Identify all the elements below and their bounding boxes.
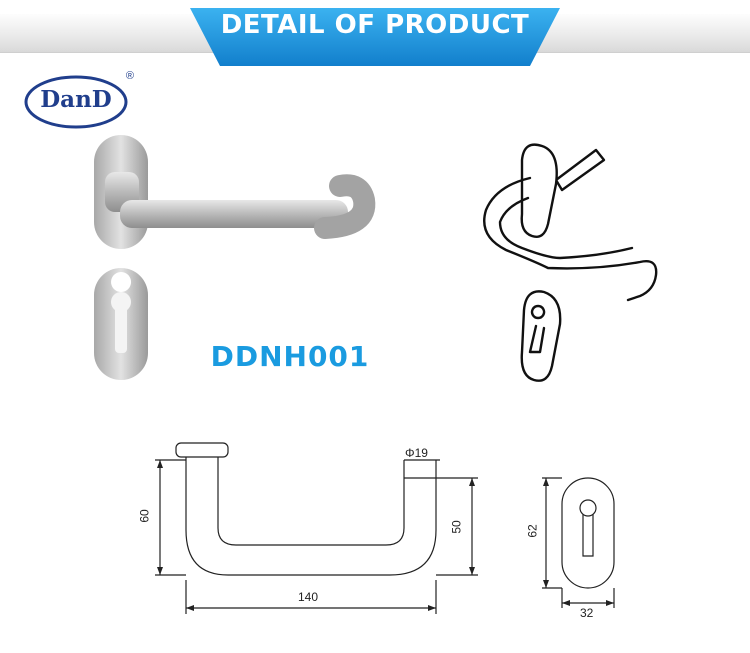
keyhole-slot	[115, 305, 127, 353]
label-width: 140	[298, 590, 319, 604]
dim-keyhole-top	[579, 499, 597, 517]
dim-handle-inner	[217, 457, 405, 546]
label-plate-height: 62	[525, 524, 540, 538]
dim-line-140	[185, 580, 437, 614]
label-diameter: Φ19	[405, 446, 428, 460]
brand-logo: DanD ®	[24, 70, 134, 130]
dim-handle-outer	[185, 457, 437, 576]
dim-escutcheon	[561, 477, 615, 589]
logo-ellipse-icon	[24, 75, 128, 129]
handle-lever	[120, 200, 348, 228]
drawing-keyhole	[528, 304, 546, 354]
banner-shape	[190, 8, 560, 66]
handle-end	[314, 174, 376, 239]
label-height-left: 60	[137, 509, 152, 523]
registered-mark: ®	[125, 70, 134, 82]
drawing-lever	[483, 176, 658, 302]
banner-title: DETAIL OF PRODUCT	[220, 10, 530, 40]
dim-keyhole-slot	[582, 514, 594, 557]
dim-line-50	[436, 477, 478, 576]
drawing-rose	[520, 143, 558, 238]
title-banner: DETAIL OF PRODUCT	[190, 0, 560, 68]
spindle	[554, 148, 606, 192]
logo-text: DanD	[40, 86, 112, 113]
dim-line-60	[155, 459, 186, 576]
label-height-right: 50	[449, 520, 464, 534]
dim-line-32	[561, 588, 615, 608]
dim-line-62	[542, 477, 562, 589]
product-model: DDNH001	[210, 340, 370, 373]
label-plate-width: 32	[580, 606, 594, 620]
dim-rose-cap	[175, 442, 229, 458]
dim-line-phi19	[403, 459, 440, 478]
